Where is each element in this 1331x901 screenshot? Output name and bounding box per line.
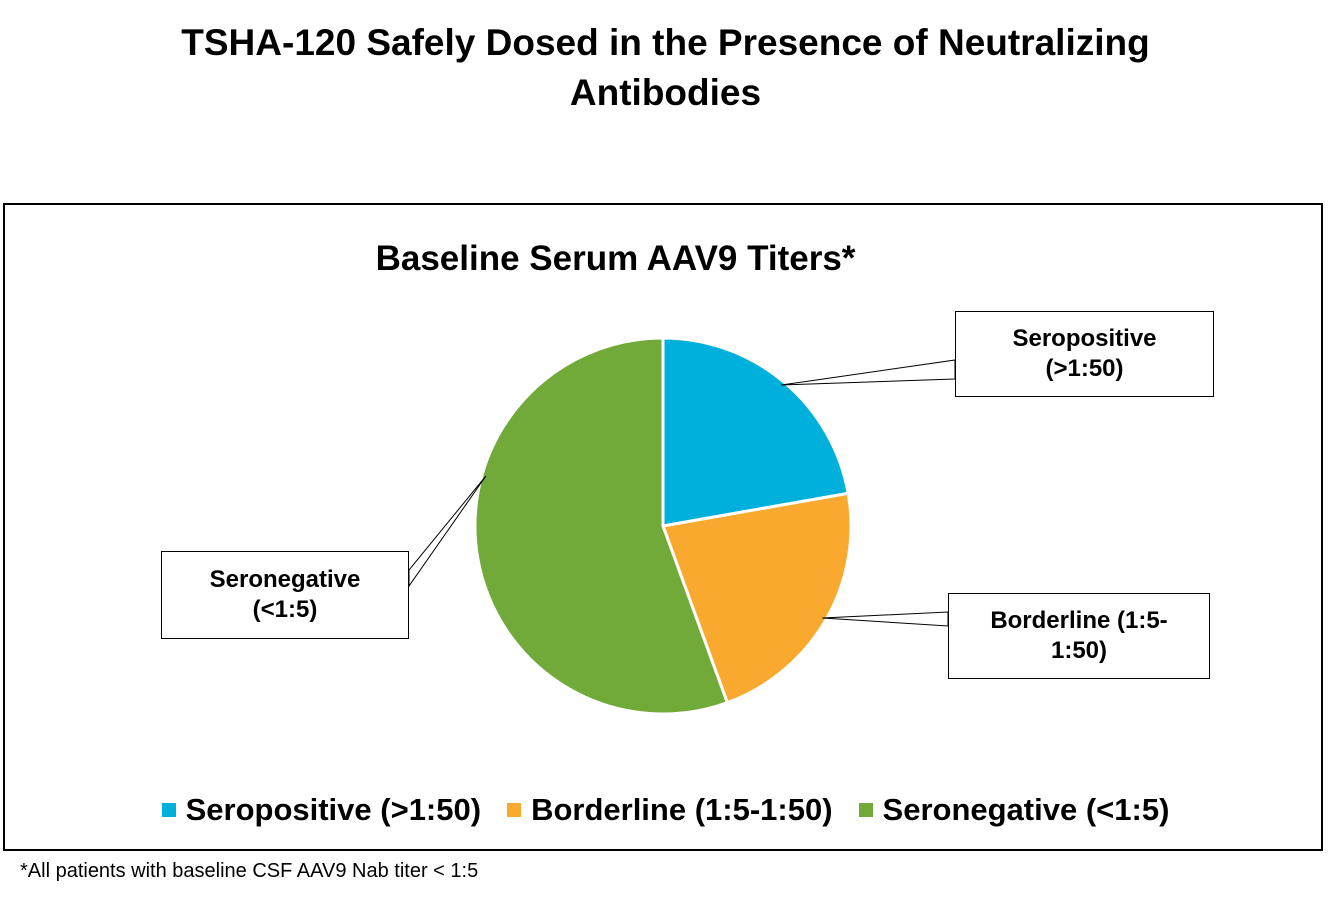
legend-label-seropositive: Seropositive (>1:50) (185, 792, 482, 827)
pie-slices (473, 336, 853, 716)
pie-slice-seropositive (661, 336, 850, 528)
chart-title: Baseline Serum AAV9 Titers* (375, 239, 856, 278)
legend-item-seronegative: Seronegative (<1:5) (858, 790, 1170, 830)
callout-seronegative: Seronegative (<1:5) (161, 551, 409, 639)
legend-swatch-seropositive (161, 803, 176, 817)
chart-frame (3, 203, 1323, 851)
pie-slice-borderline (660, 491, 853, 705)
callout-seropositive: Seropositive (>1:50) (955, 311, 1214, 397)
callout-borderline: Borderline (1:5- 1:50) (948, 593, 1210, 679)
callout-borderline-line-2: 1:50) (1050, 637, 1108, 664)
pie-slice-seronegative (473, 336, 730, 716)
legend-label-seronegative: Seronegative (<1:5) (882, 792, 1170, 827)
leader-line-seronegative (408, 475, 487, 588)
page-title-line-2: Antibodies (569, 72, 762, 113)
legend-label-borderline: Borderline (1:5-1:50) (531, 792, 833, 827)
page-title: TSHA-120 Safely Dosed in the Presence of… (0, 18, 1331, 118)
callout-seronegative-line-2: (<1:5) (252, 596, 318, 623)
footnote: *All patients with baseline CSF AAV9 Nab… (20, 860, 479, 882)
legend-item-borderline: Borderline (1:5-1:50) (507, 790, 833, 830)
leader-line-seropositive (781, 359, 956, 386)
legend-swatch-seronegative (858, 803, 873, 817)
callout-seronegative-line-1: Seronegative (209, 566, 361, 593)
chart-legend: Seropositive (>1:50) Borderline (1:5-1:5… (0, 790, 1331, 830)
callout-seropositive-line-1: Seropositive (1012, 325, 1157, 352)
callout-seropositive-line-2: (>1:50) (1045, 355, 1124, 382)
callout-borderline-line-1: Borderline (1:5- (990, 607, 1168, 634)
callout-leader-lines (408, 359, 956, 627)
leader-line-borderline (822, 611, 949, 627)
legend-item-seropositive: Seropositive (>1:50) (161, 790, 482, 830)
page-title-line-1: TSHA-120 Safely Dosed in the Presence of… (181, 22, 1150, 63)
legend-swatch-borderline (507, 803, 522, 817)
